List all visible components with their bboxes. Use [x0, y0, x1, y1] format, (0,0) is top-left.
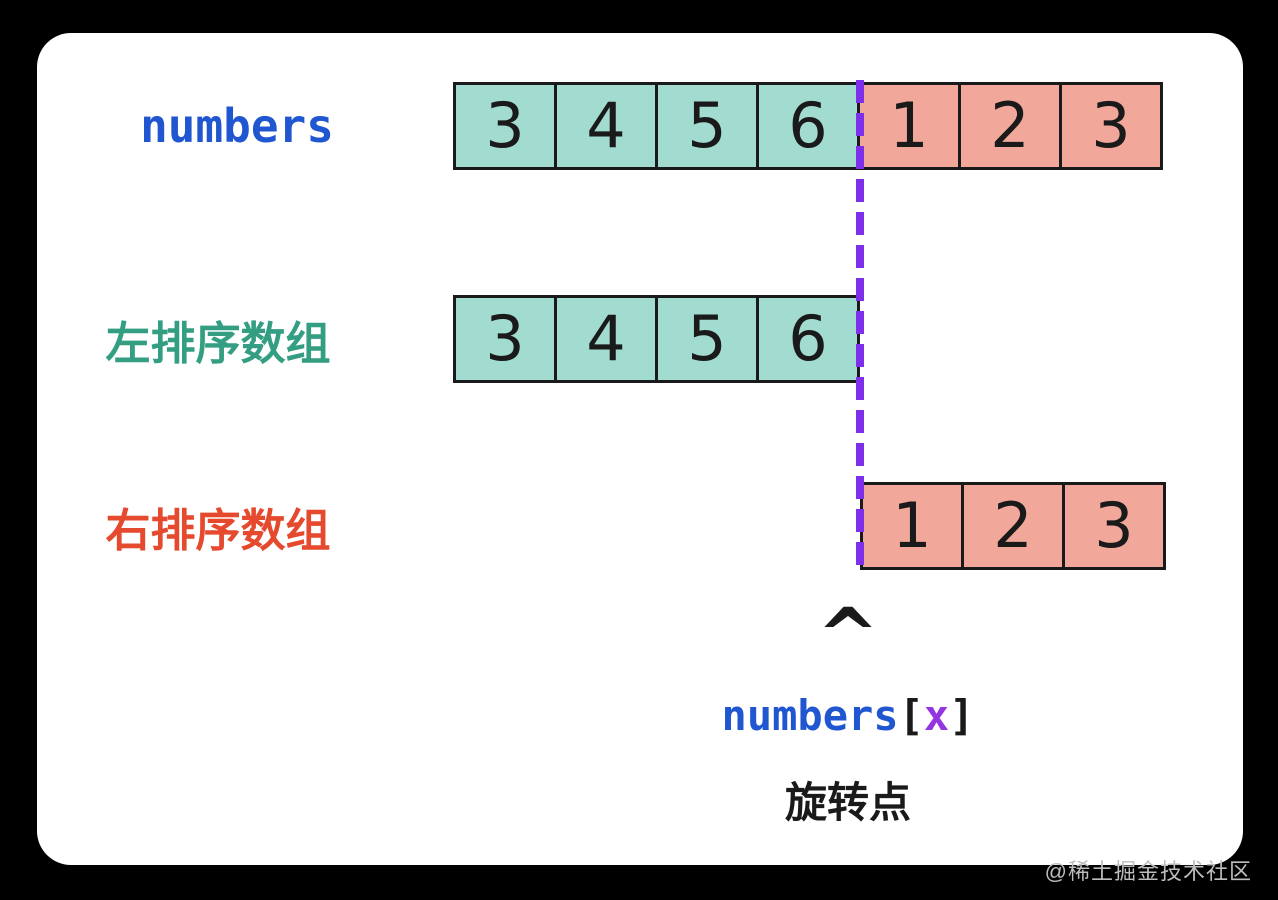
array-cell: 1	[860, 482, 964, 570]
array-cell: 4	[554, 82, 658, 170]
array-cell: 1	[857, 82, 961, 170]
array-cell: 3	[453, 82, 557, 170]
array-cell: 5	[655, 82, 759, 170]
watermark-text: @稀土掘金技术社区	[1044, 859, 1252, 884]
array-cell: 3	[453, 295, 557, 383]
expression-close-bracket: ]	[949, 691, 975, 740]
caret-pointer-icon: ^	[816, 593, 879, 679]
array-cell: 5	[655, 295, 759, 383]
rotation-divider-dashed-line	[856, 80, 864, 572]
array-cell: 3	[1059, 82, 1163, 170]
label-left-sorted-array: 左排序数组	[105, 317, 331, 369]
array-cell: 6	[756, 295, 860, 383]
rotation-point-caption: 旋转点	[784, 779, 911, 826]
array-cell: 2	[958, 82, 1062, 170]
array-cell: 4	[554, 295, 658, 383]
expression-index-variable: x	[923, 691, 950, 740]
array-cell: 2	[961, 482, 1065, 570]
expression-array-name: numbers	[721, 691, 899, 740]
expression-open-bracket: [	[898, 691, 924, 740]
label-numbers-array: numbers	[140, 99, 334, 153]
array-cell: 3	[1062, 482, 1166, 570]
label-right-sorted-array: 右排序数组	[105, 504, 331, 556]
pointer-expression: numbers[x]	[668, 689, 1028, 744]
array-cell: 6	[756, 82, 860, 170]
